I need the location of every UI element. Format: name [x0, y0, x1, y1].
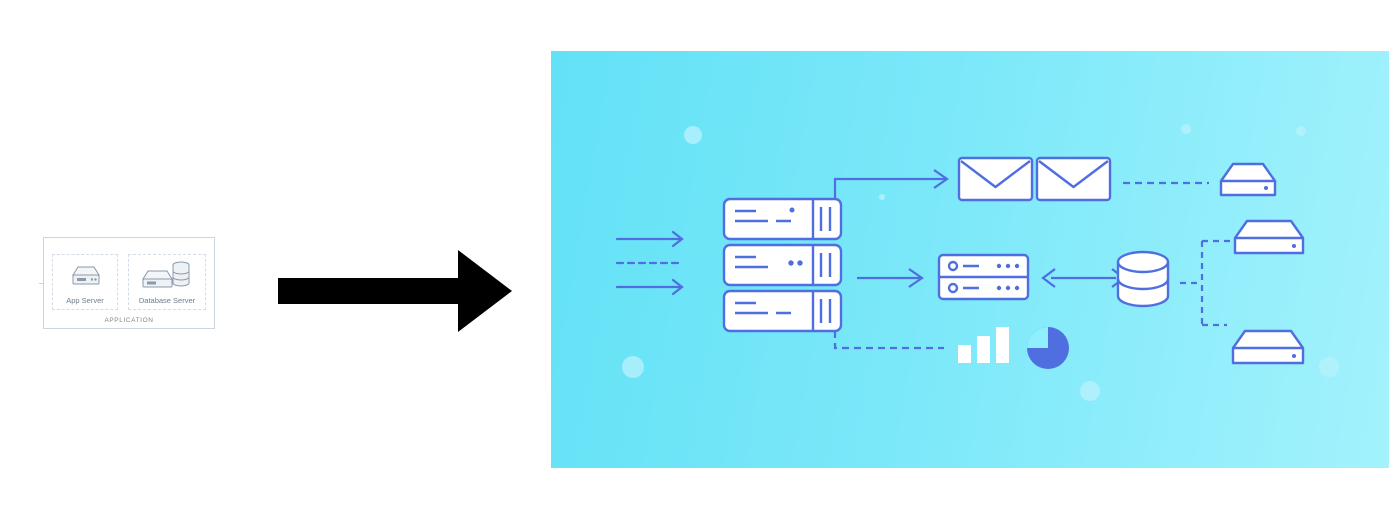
application-title: APPLICATION [104, 317, 154, 324]
app-server-panel: App Server [52, 254, 118, 310]
storage-drive-icon [1264, 186, 1296, 358]
server-rack-icon [722, 197, 843, 333]
database-server-label: Database Server [138, 296, 196, 305]
bar-chart-icon [958, 327, 1009, 363]
storage-drive-icon [1219, 162, 1305, 365]
server-icon [72, 266, 100, 285]
pie-chart-icon [1027, 327, 1069, 369]
arrow-right-icon [278, 250, 512, 332]
app-server-label: App Server [66, 296, 104, 305]
infrastructure-illustration [551, 51, 1389, 468]
database-icon [1116, 250, 1170, 308]
database-server-panel: Database Server [128, 254, 206, 310]
background-dots [622, 124, 1339, 401]
application-diagram: App Server Database Server APPLICATION [43, 237, 215, 329]
connector-tick [39, 283, 44, 284]
connection-lines [833, 169, 1231, 350]
envelope-icon [957, 156, 1112, 202]
incoming-arrows-icon [615, 230, 685, 296]
database-server-icon [142, 261, 190, 288]
load-balancer-icon [937, 253, 1030, 301]
